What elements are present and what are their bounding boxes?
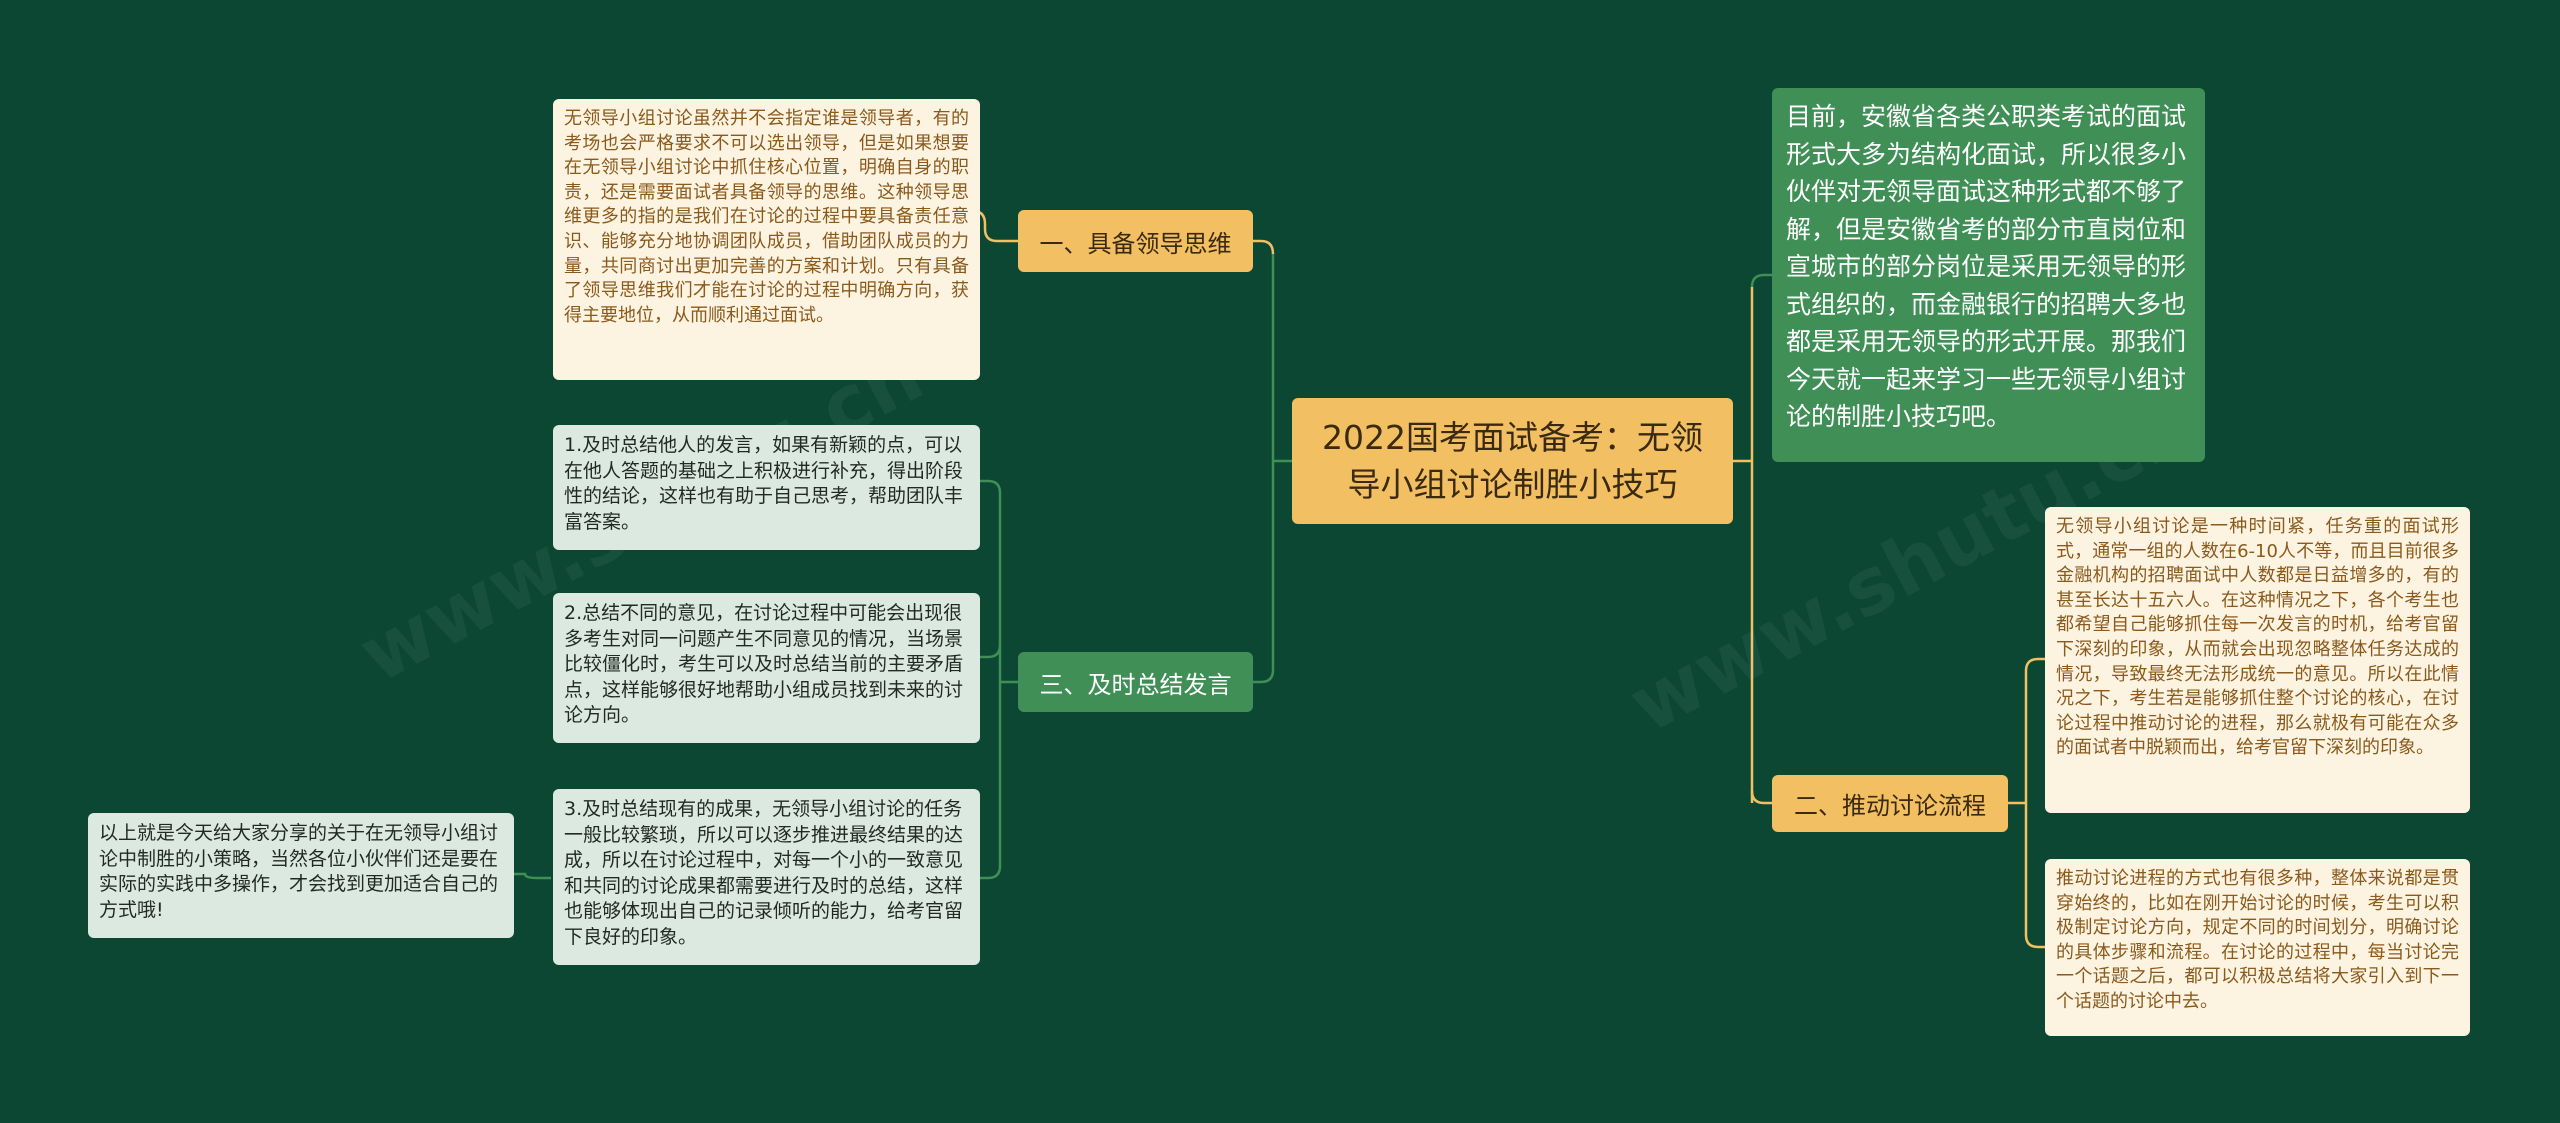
central-topic[interactable]: 2022国考面试备考：无领导小组讨论制胜小技巧 <box>1292 398 1733 524</box>
summary-point-3[interactable]: 3.及时总结现有的成果，无领导小组讨论的任务一般比较繁琐，所以可以逐步推进最终结… <box>553 789 980 965</box>
intro-node[interactable]: 目前，安徽省各类公职类考试的面试形式大多为结构化面试，所以很多小伙伴对无领导面试… <box>1772 88 2205 462</box>
connector-to-push <box>1750 790 1772 805</box>
connector-push-points <box>2008 671 2028 935</box>
leadership-detail-text: 无领导小组讨论虽然并不会指定谁是领导者，有的考场也会严格要求不可以选出领导，但是… <box>564 108 969 326</box>
connector-to-leadership <box>1253 239 1275 255</box>
branch-leadership-label: 一、具备领导思维 <box>1039 229 1232 258</box>
connector-summary-points <box>998 493 1018 866</box>
branch-summary[interactable]: 三、及时总结发言 <box>1018 652 1253 712</box>
summary-point-1-text: 1.及时总结他人的发言，如果有新颖的点，可以在他人答题的基础之上积极进行补充，得… <box>564 434 964 533</box>
branch-push[interactable]: 二、推动讨论流程 <box>1772 775 2008 832</box>
connector-to-summary <box>1253 669 1275 684</box>
branch-leadership[interactable]: 一、具备领导思维 <box>1018 210 1253 272</box>
connector-to-intro <box>1750 273 1772 288</box>
push-point-1-text: 无领导小组讨论是一种时间紧，任务重的面试形式，通常一组的人数在6-10人不等，而… <box>2056 516 2459 759</box>
push-point-1[interactable]: 无领导小组讨论是一种时间紧，任务重的面试形式，通常一组的人数在6-10人不等，而… <box>2045 507 2470 813</box>
branch-summary-label: 三、及时总结发言 <box>1039 670 1232 699</box>
closing-note-text: 以上就是今天给大家分享的关于在无领导小组讨论中制胜的小策略，当然各位小伙伴们还是… <box>99 822 499 921</box>
connector-center-right <box>1733 287 1754 803</box>
connector-center-left <box>1271 254 1292 670</box>
connector-point3-closing <box>514 872 551 880</box>
branch-push-label: 二、推动讨论流程 <box>1794 792 1986 820</box>
summary-point-3-text: 3.及时总结现有的成果，无领导小组讨论的任务一般比较繁琐，所以可以逐步推进最终结… <box>564 798 964 948</box>
intro-text: 目前，安徽省各类公职类考试的面试形式大多为结构化面试，所以很多小伙伴对无领导面试… <box>1786 102 2187 431</box>
push-point-2-text: 推动讨论进程的方式也有很多种，整体来说都是贯穿始终的，比如在刚开始讨论的时候，考… <box>2056 868 2459 1012</box>
summary-point-2-text: 2.总结不同的意见，在讨论过程中可能会出现很多考生对同一问题产生不同意见的情况，… <box>564 602 964 726</box>
central-topic-label: 2022国考面试备考：无领导小组讨论制胜小技巧 <box>1322 418 1703 504</box>
leadership-detail[interactable]: 无领导小组讨论虽然并不会指定谁是领导者，有的考场也会严格要求不可以选出领导，但是… <box>553 99 980 380</box>
push-point-2[interactable]: 推动讨论进程的方式也有很多种，整体来说都是贯穿始终的，比如在刚开始讨论的时候，考… <box>2045 859 2470 1036</box>
closing-note[interactable]: 以上就是今天给大家分享的关于在无领导小组讨论中制胜的小策略，当然各位小伙伴们还是… <box>88 813 514 938</box>
summary-point-2[interactable]: 2.总结不同的意见，在讨论过程中可能会出现很多考生对同一问题产生不同意见的情况，… <box>553 593 980 743</box>
summary-point-1[interactable]: 1.及时总结他人的发言，如果有新颖的点，可以在他人答题的基础之上积极进行补充，得… <box>553 425 980 550</box>
